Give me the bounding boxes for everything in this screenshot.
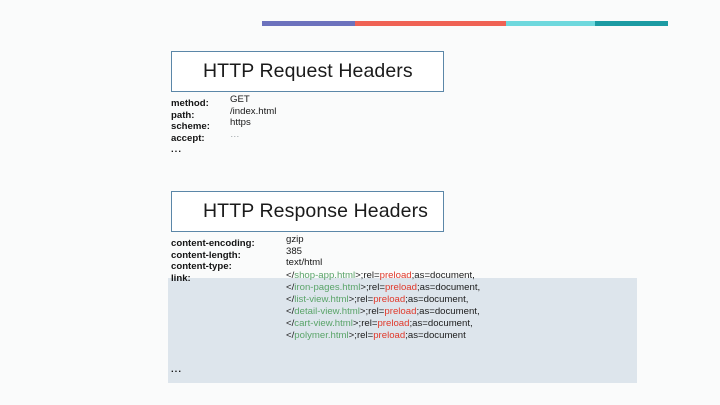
header-field-value: … <box>230 128 241 140</box>
link-preload-entry: </detail-view.html>;rel=preload;as=docum… <box>286 306 480 318</box>
link-token: preload <box>377 317 410 329</box>
request-headers-title: HTTP Request Headers <box>203 60 413 82</box>
link-token: ;as=document, <box>416 305 480 317</box>
response-headers-title: HTTP Response Headers <box>203 200 429 222</box>
link-token: </ <box>286 269 295 281</box>
link-preload-entry: </cart-view.html>;rel=preload;as=documen… <box>286 318 480 330</box>
header-field-label: content-type: <box>171 261 232 272</box>
link-token: preload <box>384 281 417 293</box>
header-field-label: scheme: <box>171 121 210 132</box>
link-token: ;as=document, <box>409 317 473 329</box>
link-preload-entry: </iron-pages.html>;rel=preload;as=docume… <box>286 282 480 294</box>
header-field-value: 385 <box>286 245 303 257</box>
header-field-value: text/html <box>286 257 323 268</box>
header-field-label: content-encoding: <box>171 238 255 249</box>
link-token: preload <box>373 329 406 341</box>
link-token: ;as=document <box>405 329 466 341</box>
response-more-indicator: ... <box>171 364 182 375</box>
link-token: preload <box>384 305 417 317</box>
link-token: iron-pages.html <box>294 281 361 293</box>
header-field-label: content-length: <box>171 249 241 261</box>
link-token: polymer.html <box>294 329 349 341</box>
link-token: </ <box>286 293 295 305</box>
link-token: ;as=document, <box>416 281 481 293</box>
link-preload-entry: </shop-app.html>;rel=preload;as=document… <box>286 270 480 282</box>
link-token: >;rel= <box>360 281 385 293</box>
link-highlight-panel <box>168 278 637 383</box>
request-headers-title-box: HTTP Request Headers <box>171 51 444 92</box>
accent-segment-teal <box>594 21 668 26</box>
link-token: >;rel= <box>352 317 378 329</box>
link-token: >;rel= <box>348 293 374 305</box>
link-token: cart-view.html <box>294 317 353 329</box>
header-field-row: path: /index.html <box>171 106 631 122</box>
header-field-label: ... <box>171 144 182 155</box>
link-token: >;rel= <box>359 305 385 317</box>
link-token: </ <box>286 305 295 317</box>
link-header-row: link:</shop-app.html>;rel=preload;as=doc… <box>171 270 631 341</box>
link-token: ;as=document, <box>411 269 475 281</box>
accent-bar <box>262 21 668 26</box>
link-token: shop-app.html <box>294 269 356 281</box>
header-field-value: gzip <box>286 234 304 245</box>
header-field-value: GET <box>230 94 250 105</box>
accent-segment-purple <box>262 21 356 26</box>
header-field-row: method: GET <box>171 94 631 110</box>
accent-segment-red <box>355 21 506 26</box>
header-field-label: method: <box>171 98 209 109</box>
link-header-value-block: </shop-app.html>;rel=preload;as=document… <box>286 270 480 343</box>
link-header-label: link: <box>171 272 191 284</box>
link-token: preload <box>373 293 406 305</box>
link-token: </ <box>286 317 295 329</box>
link-token: ;as=document, <box>405 293 469 305</box>
link-token: >;rel= <box>348 329 374 341</box>
link-token: >;rel= <box>355 269 380 281</box>
request-more-indicator: ... <box>171 144 631 156</box>
link-token: list-view.html <box>294 293 349 305</box>
header-field-label: path: <box>171 109 195 121</box>
header-field-label: accept: <box>171 132 205 144</box>
link-token: preload <box>379 269 412 281</box>
accent-segment-cyan <box>505 21 595 26</box>
header-field-row: content-length: 385 <box>171 246 631 262</box>
link-token: </ <box>286 281 295 293</box>
header-field-row: content-type: text/html <box>171 257 631 273</box>
link-preload-entry: </polymer.html>;rel=preload;as=document <box>286 330 480 342</box>
header-field-value: https <box>230 117 251 128</box>
link-token: detail-view.html <box>294 305 360 317</box>
header-field-row: scheme: https <box>171 117 631 133</box>
link-preload-entry: </list-view.html>;rel=preload;as=documen… <box>286 294 480 306</box>
response-headers-title-box: HTTP Response Headers <box>171 191 444 232</box>
header-field-row: accept: … <box>171 129 631 145</box>
link-token: </ <box>286 329 295 341</box>
header-field-row: content-encoding: gzip <box>171 234 631 250</box>
header-field-value: /index.html <box>230 105 277 117</box>
